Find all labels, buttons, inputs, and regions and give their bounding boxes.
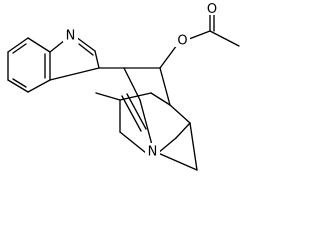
benzene-bond (7, 79, 29, 93)
cage-bond (150, 92, 171, 106)
cage-bond (119, 131, 147, 154)
ethylidene-group (95, 92, 147, 132)
acetyl-methyl-bond (209, 30, 240, 47)
cage-bond (175, 122, 191, 139)
cage-bond (119, 92, 152, 101)
cage-bond (157, 152, 198, 171)
ester-bond (188, 30, 211, 40)
ring-bond (49, 67, 100, 81)
carbonyl-oxygen-label: O (207, 2, 217, 17)
ring-bond (49, 39, 66, 53)
cage-bond (157, 137, 177, 154)
benzene-bond (7, 37, 29, 53)
ester-oxygen-bond (159, 44, 178, 69)
benzene-bond (27, 79, 51, 93)
ethylidene-methyl-bond (95, 92, 121, 101)
benzene-inner-double-bond (12, 43, 27, 54)
ethylidene-double-bond (126, 93, 147, 130)
cage-bond (123, 67, 141, 101)
benzene-bond (27, 37, 51, 53)
imine-bond (75, 36, 96, 52)
cage-bond (189, 122, 198, 171)
indolenine-ring-system (7, 36, 100, 93)
cage-bond (169, 104, 191, 124)
bridgehead-nitrogen-label: N (148, 145, 158, 160)
atom-labels: N O O N (63, 1, 220, 160)
ring-bond (94, 50, 100, 69)
chemical-structure-drawing: N O O N (7, 1, 240, 171)
imine-double-bond (78, 43, 94, 56)
spiro-and-ester-bonds (98, 13, 240, 69)
cage-bond (139, 99, 153, 146)
cage-bond (159, 67, 171, 106)
benzene-inner-double-bond (12, 78, 27, 88)
ethylidene-double-bond (121, 95, 142, 132)
ester-oxygen-label: O (177, 34, 187, 49)
indolenine-nitrogen-label: N (66, 29, 76, 44)
quinuclidine-cage (119, 67, 198, 171)
